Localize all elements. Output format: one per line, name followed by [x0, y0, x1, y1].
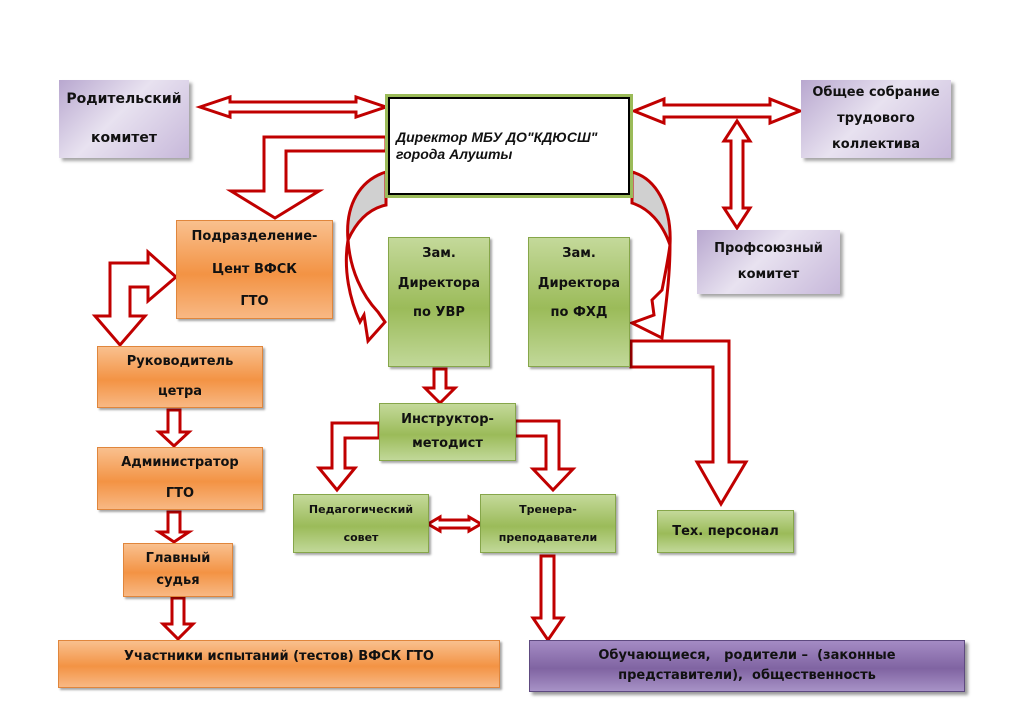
deputy-fhd-box: Зам. Директора по ФХД — [528, 237, 630, 367]
deputy-uvr-line3: по УВР — [413, 305, 465, 321]
arrow-admin-judge — [154, 510, 194, 544]
arrow-judge-participants — [159, 596, 197, 642]
coaches-line1: Тренера- — [519, 502, 577, 516]
deputy-uvr-box: Зам. Директора по УВР — [388, 237, 490, 367]
deputy-fhd-line3: по ФХД — [550, 305, 608, 321]
tech-staff-label: Тех. персонал — [672, 523, 779, 539]
arrow-instructor-council — [315, 421, 381, 493]
gto-admin-line1: Администратор — [121, 455, 239, 471]
arrow-coaches-students — [530, 554, 566, 643]
arrow-director-gto — [225, 135, 388, 220]
chief-judge-line2: судья — [156, 573, 200, 588]
curved-arrow-uvr-shade — [346, 169, 388, 246]
gto-division-line3: ГТО — [240, 294, 269, 310]
general-meeting-line2: трудового — [837, 111, 915, 127]
center-head-line2: цетра — [157, 384, 203, 400]
instructor-line1: Инструктор- — [401, 412, 494, 428]
arrow-instructor-coaches — [513, 419, 577, 493]
arrow-uvr-instructor — [421, 367, 459, 406]
coaches-box: Тренера- преподаватели — [480, 494, 616, 553]
director-line1: Директор МБУ ДО"КДЮСШ" — [396, 129, 598, 146]
parent-committee-box: Родительский комитет — [59, 80, 189, 158]
trade-union-line2: комитет — [737, 267, 800, 282]
director-box: Директор МБУ ДО"КДЮСШ" города Алушты — [385, 94, 633, 198]
test-participants-label: Участники испытаний (тестов) ВФСК ГТО — [124, 649, 434, 664]
students-line2: представители), общественность — [618, 668, 876, 683]
center-head-box: Руководитель цетра — [97, 346, 263, 408]
gto-admin-line2: ГТО — [165, 485, 195, 501]
deputy-fhd-line1: Зам. — [562, 246, 596, 261]
center-head-line1: Руководитель — [126, 354, 234, 370]
parent-committee-line2: комитет — [90, 130, 158, 147]
curved-arrow-fhd-shade — [630, 170, 672, 246]
trade-union-box: Профсоюзный комитет — [697, 230, 840, 294]
students-box: Обучающиеся, родители – (законные предст… — [529, 640, 965, 692]
arrow-fhd-tech — [629, 339, 749, 507]
ped-council-line1: Педагогический — [308, 502, 414, 516]
deputy-uvr-line2: Директора — [397, 275, 481, 291]
arrow-council-coaches — [425, 514, 484, 534]
gto-admin-box: Администратор ГТО — [97, 447, 263, 510]
arrow-gto-head — [91, 248, 179, 348]
tech-staff-box: Тех. персонал — [657, 510, 794, 553]
deputy-uvr-line1: Зам. — [422, 246, 456, 261]
chief-judge-line1: Главный — [145, 551, 211, 567]
ped-council-line2: совет — [343, 531, 379, 545]
coaches-line2: преподаватели — [498, 531, 598, 545]
general-meeting-box: Общее собрание трудового коллектива — [801, 80, 951, 158]
general-meeting-line1: Общее собрание — [812, 85, 940, 101]
deputy-fhd-line2: Директора — [537, 275, 621, 291]
test-participants-box: Участники испытаний (тестов) ВФСК ГТО — [58, 640, 500, 688]
chief-judge-box: Главный судья — [123, 543, 233, 597]
arrow-director-meeting — [629, 96, 805, 126]
gto-division-line1: Подразделение- — [191, 229, 318, 245]
students-line1: Обучающиеся, родители – (законные — [598, 648, 896, 664]
arrow-meeting-union — [721, 118, 753, 231]
curved-arrow-uvr — [344, 239, 387, 345]
curved-arrow-fhd — [628, 244, 672, 341]
arrow-parent-director — [195, 94, 391, 120]
parent-committee-line1: Родительский — [66, 91, 182, 108]
arrow-head-admin — [155, 408, 193, 449]
ped-council-box: Педагогический совет — [293, 494, 429, 553]
gto-division-line2: Цент ВФСК — [212, 261, 297, 277]
general-meeting-line3: коллектива — [831, 137, 921, 153]
gto-division-box: Подразделение- Цент ВФСК ГТО — [176, 220, 333, 319]
instructor-box: Инструктор- методист — [379, 403, 516, 461]
instructor-line2: методист — [412, 436, 483, 451]
trade-union-line1: Профсоюзный — [714, 241, 823, 257]
director-line2: города Алушты — [396, 146, 513, 162]
